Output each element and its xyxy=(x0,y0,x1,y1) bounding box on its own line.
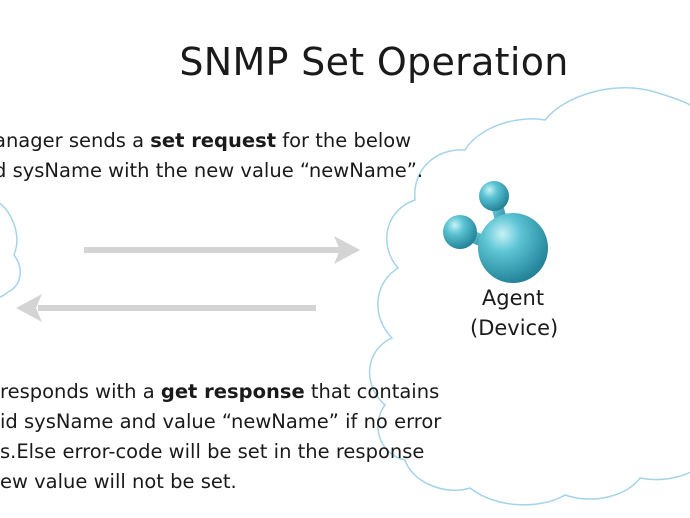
agent-label: Agent xyxy=(481,286,545,310)
set-request-line-1-prefix: anager sends a xyxy=(0,129,151,152)
response-arrow xyxy=(16,294,316,322)
set-request-line-1-suffix: for the below xyxy=(276,129,412,152)
get-response-line-1-suffix: that contains xyxy=(304,380,440,403)
manager-cloud xyxy=(0,202,21,298)
diagram-title: SNMP Set Operation xyxy=(179,40,569,84)
get-response-line-1-prefix: responds with a xyxy=(0,380,161,403)
set-request-line-1: anager sends a set request for the below xyxy=(0,126,423,156)
agent-molecule-icon xyxy=(443,181,548,283)
get-response-description: responds with a get response that contai… xyxy=(0,377,441,497)
set-request-line-2: d sysName with the new value “newName”. xyxy=(0,159,424,182)
get-response-line-2: id sysName and value “newName” if no err… xyxy=(0,410,442,433)
get-response-keyword: get response xyxy=(160,380,305,403)
request-arrow xyxy=(84,236,360,264)
get-response-line-3: s.Else error-code will be set in the res… xyxy=(0,440,425,463)
set-request-keyword: set request xyxy=(150,129,277,152)
set-request-description: anager sends a set request for the below… xyxy=(0,126,423,186)
agent-device-label: (Device) xyxy=(470,316,559,340)
get-response-line-1: responds with a get response that contai… xyxy=(0,377,441,407)
get-response-line-4: ew value will not be set. xyxy=(0,470,237,493)
agent-cloud xyxy=(369,87,690,506)
